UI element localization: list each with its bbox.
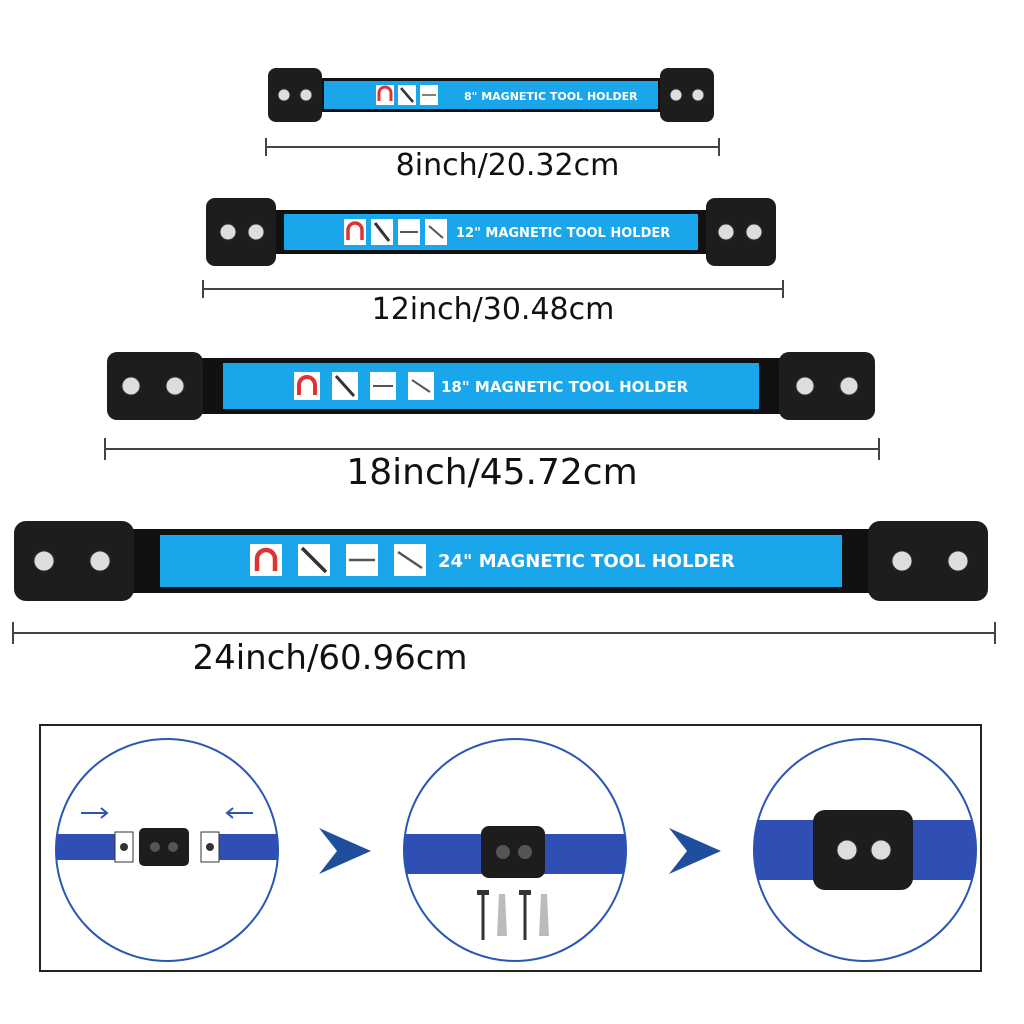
wall-mount-step <box>403 738 627 962</box>
holder-title: 8" MAGNETIC TOOL HOLDER <box>464 90 638 103</box>
assembled-step <box>753 738 977 962</box>
holder-12-inch-graphic: 12" MAGNETIC TOOL HOLDER <box>206 198 776 266</box>
dimension-18-inch: 18inch/45.72cm <box>104 436 880 496</box>
dimension-12-inch: 12inch/30.48cm <box>202 278 784 330</box>
dimension-label: 8inch/20.32cm <box>395 148 620 183</box>
holder-8-inch: 8" MAGNETIC TOOL HOLDER <box>266 66 716 124</box>
wrench-icon <box>398 85 416 105</box>
holder-title: 24" MAGNETIC TOOL HOLDER <box>438 551 735 572</box>
dimension-label: 24inch/60.96cm <box>192 638 468 678</box>
wrench-icon <box>371 219 393 245</box>
screwdriver-set-icon <box>425 219 447 245</box>
wrench-icon <box>298 544 330 576</box>
magnet-icon <box>294 372 320 400</box>
wrench-icon <box>332 372 358 400</box>
drill-bits-icon <box>346 544 378 576</box>
magnet-icon <box>344 219 366 245</box>
holder-title: 12" MAGNETIC TOOL HOLDER <box>456 226 670 241</box>
holder-8-inch-graphic: 8" MAGNETIC TOOL HOLDER <box>268 68 714 122</box>
dimension-label: 18inch/45.72cm <box>346 452 638 493</box>
wall-anchor-icon <box>539 894 549 936</box>
drill-bits-icon <box>398 219 420 245</box>
chevron-right-icon <box>319 828 371 874</box>
dimension-24-inch: 24inch/60.96cm <box>12 620 996 680</box>
installation-panel <box>39 724 982 972</box>
dimension-label: 12inch/30.48cm <box>371 292 615 327</box>
magnet-icon <box>376 85 394 105</box>
dimension-8-inch: 8inch/20.32cm <box>265 136 720 186</box>
screwdriver-set-icon <box>408 372 434 400</box>
holder-12-inch: 12" MAGNETIC TOOL HOLDER <box>204 196 778 268</box>
chevron-right-icon <box>669 828 721 874</box>
screwdriver-set-icon <box>394 544 426 576</box>
slide-in-step <box>55 738 279 962</box>
screw-icon <box>477 890 489 940</box>
wall-anchor-icon <box>497 894 507 936</box>
holder-title: 18" MAGNETIC TOOL HOLDER <box>441 378 689 396</box>
holder-18-inch-graphic: 18" MAGNETIC TOOL HOLDER <box>107 352 875 420</box>
holder-18-inch: 18" MAGNETIC TOOL HOLDER <box>105 350 877 422</box>
screw-icon <box>519 890 531 940</box>
arrow-right-icon <box>81 807 109 819</box>
magnet-icon <box>250 544 282 576</box>
holder-24-inch-graphic: 24" MAGNETIC TOOL HOLDER <box>14 521 988 601</box>
drill-bits-icon <box>420 85 438 105</box>
holder-24-inch: 24" MAGNETIC TOOL HOLDER <box>12 519 990 603</box>
drill-bits-icon <box>370 372 396 400</box>
arrow-left-icon <box>225 807 253 819</box>
